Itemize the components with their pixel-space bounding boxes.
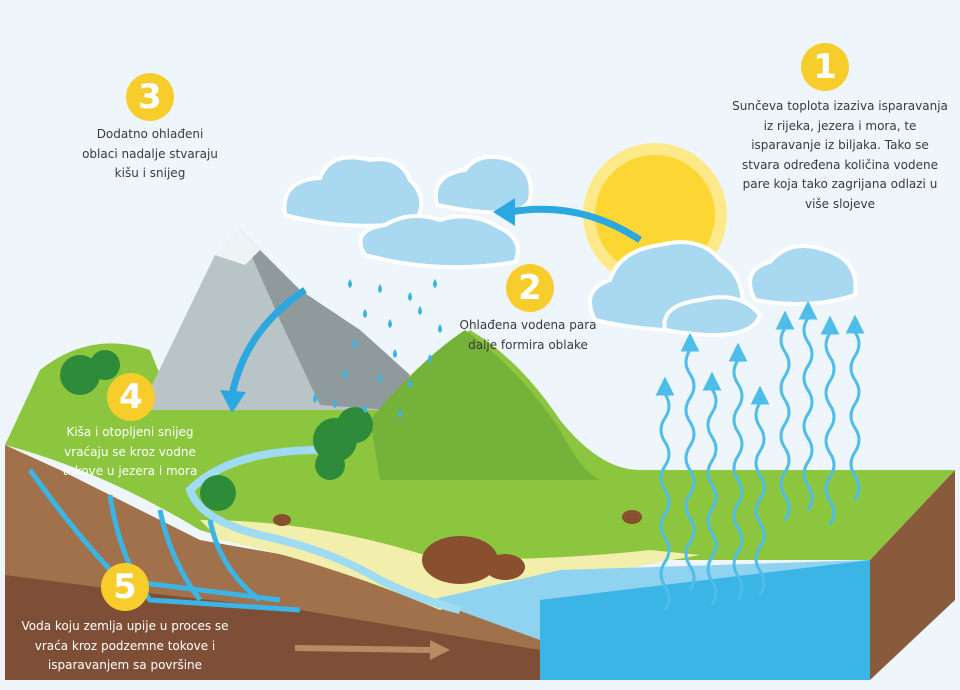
- text-line: dalje formira oblake: [468, 337, 588, 352]
- step-1-description: Sunčeva toplota izaziva isparavanja iz r…: [732, 97, 948, 214]
- raindrop: [348, 279, 352, 288]
- raindrop: [428, 354, 432, 363]
- text-line: vraća kroz podzemne tokove i: [34, 638, 216, 653]
- text-line: Ohlađena vodena para: [459, 318, 597, 332]
- rocks: [273, 510, 642, 584]
- raindrop: [343, 369, 347, 378]
- step-3-description: Dodatno ohlađeni oblaci nadalje stvaraju…: [82, 125, 218, 184]
- raindrop: [353, 339, 357, 348]
- text-line: više slojeve: [804, 196, 875, 211]
- raindrop: [388, 319, 392, 328]
- step-1-badge: 1: [801, 43, 849, 91]
- vapor-arrowhead: [680, 332, 700, 352]
- text-line: Dodatno ohlađeni: [96, 127, 204, 141]
- raindrops: [313, 279, 442, 418]
- vapor-arrowhead: [728, 342, 748, 362]
- raindrop: [393, 349, 397, 358]
- green-hill: [370, 330, 600, 480]
- raindrop: [408, 379, 412, 388]
- raindrop: [333, 399, 337, 408]
- vapor-wave: [754, 402, 766, 596]
- sea-front: [540, 560, 870, 680]
- groundwater-arrow: [294, 645, 431, 653]
- text-line: Voda koju zemlja upije u proces se: [21, 619, 229, 633]
- text-line: vraćaju se kroz vodne: [64, 444, 196, 459]
- text-line: kišu i snijeg: [114, 166, 186, 180]
- raindrop: [378, 284, 382, 293]
- vapor-wave: [684, 349, 696, 591]
- step-4-description: Kiša i otopljeni snijeg vraćaju se kroz …: [63, 423, 198, 482]
- vapor-wave: [706, 388, 718, 606]
- clouds: [282, 154, 858, 337]
- vapor-arrowhead: [845, 314, 865, 334]
- evaporation-to-cloud-arrow: [493, 198, 642, 243]
- vapor-wave: [824, 332, 836, 526]
- raindrop: [363, 404, 367, 413]
- step-3-badge: 3: [126, 73, 174, 121]
- river: [185, 446, 461, 614]
- vapor-arrowhead: [820, 315, 840, 335]
- raindrop: [398, 409, 402, 418]
- raindrop: [408, 292, 412, 301]
- step-5-description: Voda koju zemlja upije u proces se vraća…: [21, 617, 228, 676]
- raindrop: [438, 324, 442, 333]
- text-line: oblaci nadalje stvaraju: [82, 146, 218, 161]
- vapor-wave: [802, 317, 814, 511]
- vapor-wave: [732, 359, 744, 601]
- soil-layer: [5, 445, 540, 660]
- text-line: pare koja tako zagrijana odlazi u: [742, 177, 938, 191]
- vapor-arrowhead: [702, 371, 722, 391]
- step-5-badge: 5: [101, 563, 149, 611]
- vapor-wave: [659, 393, 671, 611]
- step-2-badge: 2: [506, 264, 554, 312]
- trees: [60, 350, 373, 511]
- raindrop: [378, 374, 382, 383]
- vapor-arrowhead: [750, 385, 770, 405]
- vapor-arrowhead: [798, 300, 818, 320]
- text-line: stvara određena količina vodene: [742, 157, 938, 172]
- precipitation-arrow: [220, 287, 307, 413]
- right-soil-face: [870, 470, 955, 680]
- step-2-description: Ohlađena vodena para dalje formira oblak…: [460, 316, 597, 355]
- text-line: isparavanjem sa površine: [47, 658, 203, 672]
- text-line: Kiša i otopljeni snijeg: [66, 425, 194, 439]
- raindrop: [433, 279, 437, 288]
- vapor-arrows: [655, 300, 865, 611]
- text-line: isparavanje iz biljaka. Tako se: [751, 138, 929, 152]
- raindrop: [313, 394, 317, 403]
- text-line: tokove u jezera i mora: [62, 464, 198, 478]
- text-line: Sunčeva toplota izaziva isparavanja: [732, 99, 948, 113]
- vapor-arrowhead: [775, 310, 795, 330]
- text-line: iz rijeka, jezera i mora, te: [763, 118, 917, 133]
- raindrop: [363, 309, 367, 318]
- vapor-wave: [849, 331, 861, 501]
- vapor-arrowhead: [655, 376, 675, 396]
- raindrop: [418, 306, 422, 315]
- step-4-badge: 4: [107, 373, 155, 421]
- vapor-wave: [779, 327, 791, 521]
